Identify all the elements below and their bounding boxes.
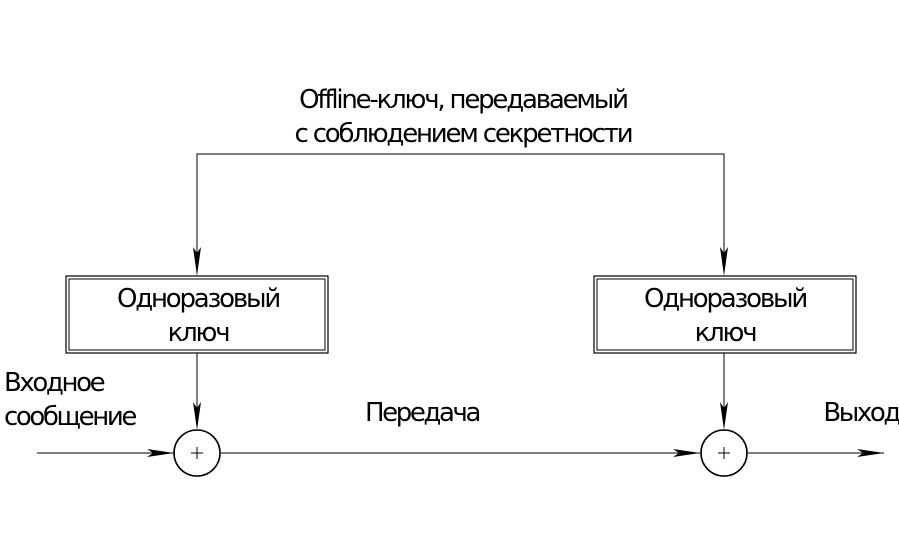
left-key-block: Одноразовый ключ [65, 275, 329, 354]
input-line1: Входное [4, 368, 105, 398]
arrow-to-right-key [720, 247, 728, 276]
output-label: Выход [823, 398, 899, 428]
right-key-line1: Одноразовый [644, 284, 806, 314]
transmission-label: Передача [365, 398, 480, 428]
right-xor-operator [700, 429, 748, 477]
arrow-into-right-xor-input [673, 449, 700, 457]
signal-path [37, 449, 884, 457]
right-key-box [593, 275, 857, 354]
left-xor-operator [173, 429, 221, 477]
right-key-block: Одноразовый ключ [593, 275, 857, 354]
input-line2: сообщение [4, 402, 136, 432]
key-to-xor-lines [193, 353, 728, 430]
right-key-box-inner [596, 278, 854, 351]
output-arrow [857, 449, 884, 457]
offline-key-line2: с соблюдением секретности [295, 119, 632, 149]
right-key-line2: ключ [695, 318, 756, 348]
arrow-into-left-xor [193, 402, 201, 430]
offline-key-line1: Offline-ключ, передаваемый [299, 85, 627, 115]
arrow-into-left-xor-input [147, 449, 174, 457]
key-bracket-line [196, 153, 725, 265]
input-label: Входное сообщение [4, 368, 139, 432]
arrow-into-right-xor [720, 402, 728, 430]
key-distribution-lines [193, 153, 728, 276]
left-key-line1: Одноразовый [117, 284, 279, 314]
offline-key-caption: Offline-ключ, передаваемый с соблюдением… [295, 85, 634, 149]
left-key-box [65, 275, 329, 354]
left-key-box-inner [68, 278, 326, 351]
left-key-line2: ключ [168, 318, 229, 348]
arrow-to-left-key [193, 247, 201, 276]
